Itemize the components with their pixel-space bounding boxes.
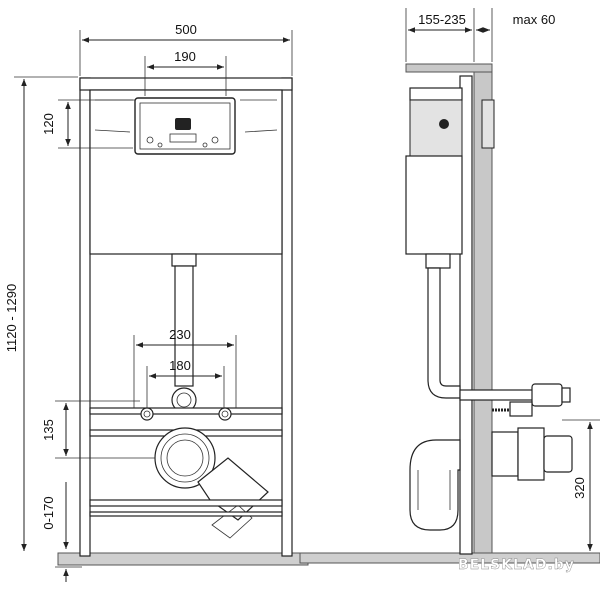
dim-190: 190 (174, 49, 196, 64)
flush-connector (531, 383, 563, 407)
front-dimensions: 500 190 120 1120 - 1290 230 180 135 0-17… (4, 22, 293, 582)
frame-left-post (79, 77, 91, 557)
watermark: BELSKLAD.by (458, 557, 575, 573)
bowl-connector (517, 427, 545, 481)
drain-trap (409, 439, 461, 531)
dim-320: 320 (572, 477, 587, 499)
side-button-screw (439, 119, 449, 129)
dim-135: 135 (41, 419, 56, 441)
dim-180: 180 (169, 358, 191, 373)
dim-side-max: max 60 (513, 12, 556, 27)
dim-side-depth: 155-235 (418, 12, 466, 27)
side-floor (299, 552, 600, 564)
dim-total-height: 1120 - 1290 (4, 284, 19, 352)
bolt-right (218, 407, 232, 421)
bolt-left (140, 407, 154, 421)
dim-230: 230 (169, 327, 191, 342)
side-dimensions: 155-235 max 60 320 (405, 8, 600, 551)
front-view (57, 77, 309, 566)
frame-right-post (281, 77, 293, 557)
dim-120: 120 (41, 113, 56, 135)
dim-0-170: 0-170 (41, 496, 56, 529)
side-view (299, 63, 600, 564)
frame-top-rail (79, 77, 293, 91)
flush-pipe (171, 253, 197, 267)
front-floor (57, 552, 309, 566)
button-plate-side (481, 99, 495, 149)
dim-500: 500 (175, 22, 197, 37)
cistern-side (405, 155, 463, 255)
